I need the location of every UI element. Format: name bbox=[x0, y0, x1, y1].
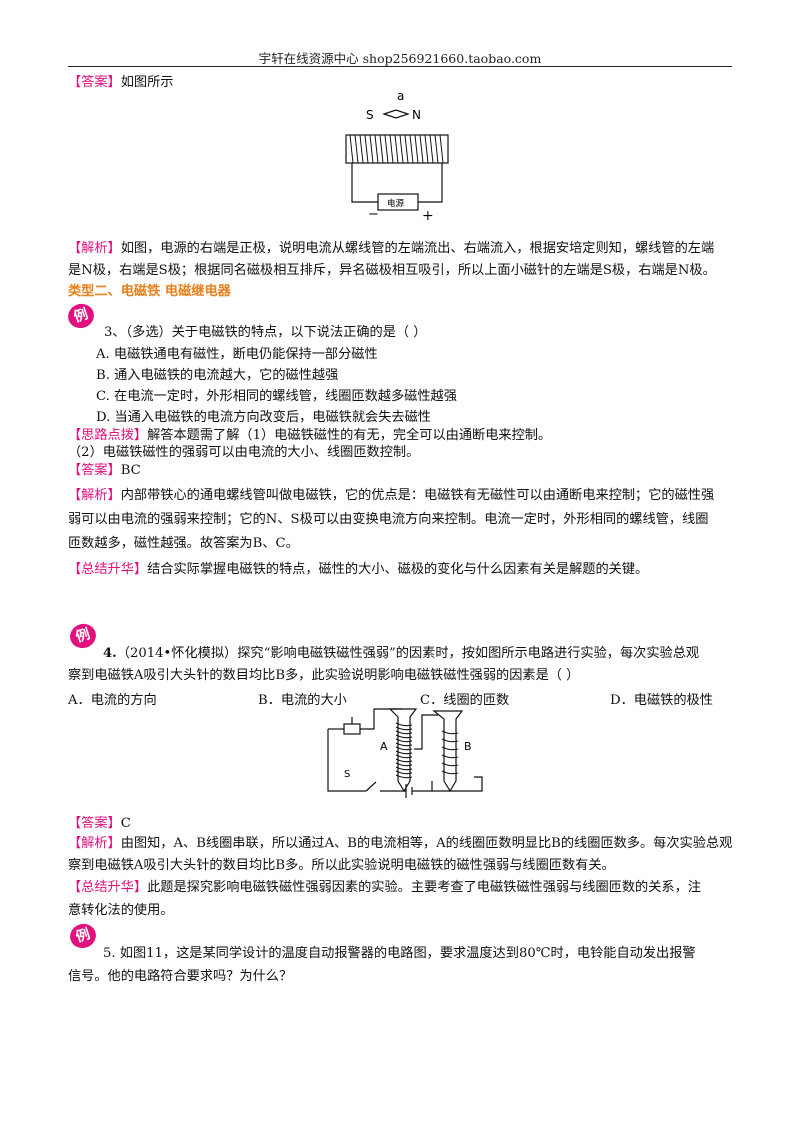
answer-tag: 【答案】 bbox=[68, 463, 121, 478]
summary-4-line-1: 【总结升华】此题是探究影响电磁铁磁性强弱因素的实验。主要考查了电磁铁磁性强弱与线… bbox=[68, 879, 701, 897]
answer-line-3: 【答案】BC bbox=[68, 462, 141, 480]
power-source bbox=[377, 193, 419, 211]
analysis-line-2: 是N极，右端是S极；根据同名磁极相互排斥，异名磁极相互吸引，所以上面小磁针的左端… bbox=[68, 263, 716, 278]
summary-tag: 【总结升华】 bbox=[68, 562, 148, 577]
plus-label: + bbox=[422, 208, 434, 222]
answer-line: 【答案】如图所示 bbox=[68, 74, 174, 92]
hint-text: 解答本题需了解（1）电磁铁磁性的有无，完全可以由通断电来控制。 bbox=[147, 428, 552, 443]
analysis-line-1: 【解析】如图，电源的右端是正极，说明电流从螺线管的左端流出、右端流入，根据安培定… bbox=[68, 240, 714, 258]
analysis-text: 由图知，A、B线圈串联，所以通过A、B的电流相等，A的线圈匝数明显比B的线圈匝数… bbox=[120, 836, 733, 851]
summary-text: 此题是探究影响电磁铁磁性强弱因素的实验。主要考查了电磁铁磁性强弱与线圈匝数的关系… bbox=[147, 880, 701, 895]
example-badge-5: 例 bbox=[66, 920, 100, 952]
answer-text: BC bbox=[120, 463, 141, 478]
coil-b bbox=[441, 730, 459, 775]
label-n: N bbox=[412, 108, 421, 122]
example-badge-3: 例 bbox=[64, 300, 98, 332]
compass-needle-icon bbox=[382, 109, 410, 119]
analysis-text: 如图，电源的右端是正极，说明电流从螺线管的左端流出、右端流入，根据安培定则知，螺… bbox=[120, 241, 715, 256]
option-3b: B. 通入电磁铁的电流越大，它的磁性越强 bbox=[96, 368, 339, 383]
option-3a: A. 电磁铁通电有磁性，断电仍能保持一部分磁性 bbox=[96, 347, 378, 362]
answer-tag: 【答案】 bbox=[68, 816, 121, 831]
nail-a bbox=[388, 708, 418, 793]
analysis-text: 内部带铁心的通电螺线管叫做电磁铁，它的优点是：电磁铁有无磁性可以由通断电来控制；… bbox=[120, 488, 715, 503]
option-4c: C．线圈的匝数 bbox=[420, 693, 510, 708]
hint-line-1: 【思路点拨】解答本题需了解（1）电磁铁磁性的有无，完全可以由通断电来控制。 bbox=[68, 427, 551, 445]
option-3d: D. 当通入电磁铁的电流方向改变后，电磁铁就会失去磁性 bbox=[96, 410, 431, 425]
coil-a bbox=[395, 722, 413, 779]
source-label: 电源 bbox=[387, 198, 405, 209]
summary-line-3: 【总结升华】结合实际掌握电磁铁的特点，磁性的大小、磁极的变化与什么因素有关是解题… bbox=[68, 561, 648, 579]
answer-text: 如图所示 bbox=[120, 75, 174, 90]
question-5-line-1: 5. 如图11，这是某同学设计的温度自动报警器的电路图，要求温度达到80℃时，电… bbox=[103, 946, 696, 961]
option-4b: B．电流的大小 bbox=[258, 693, 347, 708]
analysis-4-line-2: 察到电磁铁A吸引大头针的数目均比B多。所以此实验说明电磁铁的磁性强弱与线圈匝数有… bbox=[68, 858, 615, 873]
label-s: S bbox=[366, 108, 374, 122]
answer-text: C bbox=[120, 816, 131, 831]
label-a: A bbox=[380, 740, 388, 753]
answer-tag: 【答案】 bbox=[68, 75, 121, 90]
label-b: B bbox=[464, 740, 472, 753]
minus-label: − bbox=[368, 207, 379, 222]
question-3: 3、（多选）关于电磁铁的特点，以下说法正确的是（ ） bbox=[104, 325, 427, 340]
question-4-text: （2014•怀化模拟）探究“影响电磁铁磁性强弱”的因素时，按如图所示电路进行实验… bbox=[116, 646, 700, 661]
summary-tag: 【总结升华】 bbox=[68, 880, 148, 895]
analysis-tag: 【解析】 bbox=[68, 488, 121, 503]
analysis-4-line-1: 【解析】由图知，A、B线圈串联，所以通过A、B的电流相等，A的线圈匝数明显比B的… bbox=[68, 835, 732, 853]
rheostat bbox=[343, 723, 361, 735]
summary-text: 结合实际掌握电磁铁的特点，磁性的大小、磁极的变化与什么因素有关是解题的关键。 bbox=[147, 562, 649, 577]
question-4-number: 4. bbox=[103, 646, 117, 661]
summary-4-line-2: 意转化法的使用。 bbox=[68, 903, 174, 918]
solenoid-figure: a S N 电源 − + bbox=[345, 89, 449, 222]
analysis-tag: 【解析】 bbox=[68, 241, 121, 256]
solenoid-coils bbox=[349, 134, 444, 164]
label-s: S bbox=[344, 769, 350, 780]
analysis-3-line-2: 弱可以由电流的强弱来控制；它的N、S极可以由变换电流方向来控制。电流一定时，外形… bbox=[68, 512, 709, 527]
hint-line-2: （2）电磁铁磁性的强弱可以由电流的大小、线圈匝数控制。 bbox=[68, 445, 420, 460]
question-5-line-2: 信号。他的电路符合要求吗？为什么？ bbox=[68, 969, 293, 984]
page-header: 宇轩在线资源中心 shop256921660.taobao.com bbox=[258, 51, 542, 66]
analysis-3-line-1: 【解析】内部带铁心的通电螺线管叫做电磁铁，它的优点是：电磁铁有无磁性可以由通断电… bbox=[68, 487, 714, 505]
label-a: a bbox=[397, 89, 404, 103]
answer-line-4: 【答案】C bbox=[68, 815, 131, 833]
analysis-tag: 【解析】 bbox=[68, 836, 121, 851]
question-4-line-2: 察到电磁铁A吸引大头针的数目均比B多，此实验说明影响电磁铁磁性强弱的因素是（ ） bbox=[68, 668, 580, 683]
option-4d: D．电磁铁的极性 bbox=[610, 693, 713, 708]
switch-lever bbox=[365, 781, 377, 792]
nail-b bbox=[432, 710, 464, 793]
option-4a: A．电流的方向 bbox=[68, 693, 157, 708]
question-4-line-1: 4.（2014•怀化模拟）探究“影响电磁铁磁性强弱”的因素时，按如图所示电路进行… bbox=[103, 645, 699, 663]
example-badge-4: 例 bbox=[66, 620, 100, 652]
electromagnet-circuit-figure: A B S bbox=[327, 708, 483, 798]
analysis-3-line-3: 匝数越多，磁性越强。故答案为B、C。 bbox=[68, 536, 299, 551]
category-title: 类型二、电磁铁 电磁继电器 bbox=[68, 284, 231, 299]
hint-tag: 【思路点拨】 bbox=[68, 428, 148, 443]
header-rule bbox=[68, 66, 732, 67]
option-3c: C. 在电流一定时，外形相同的螺线管，线圈匝数越多磁性越强 bbox=[96, 389, 457, 404]
